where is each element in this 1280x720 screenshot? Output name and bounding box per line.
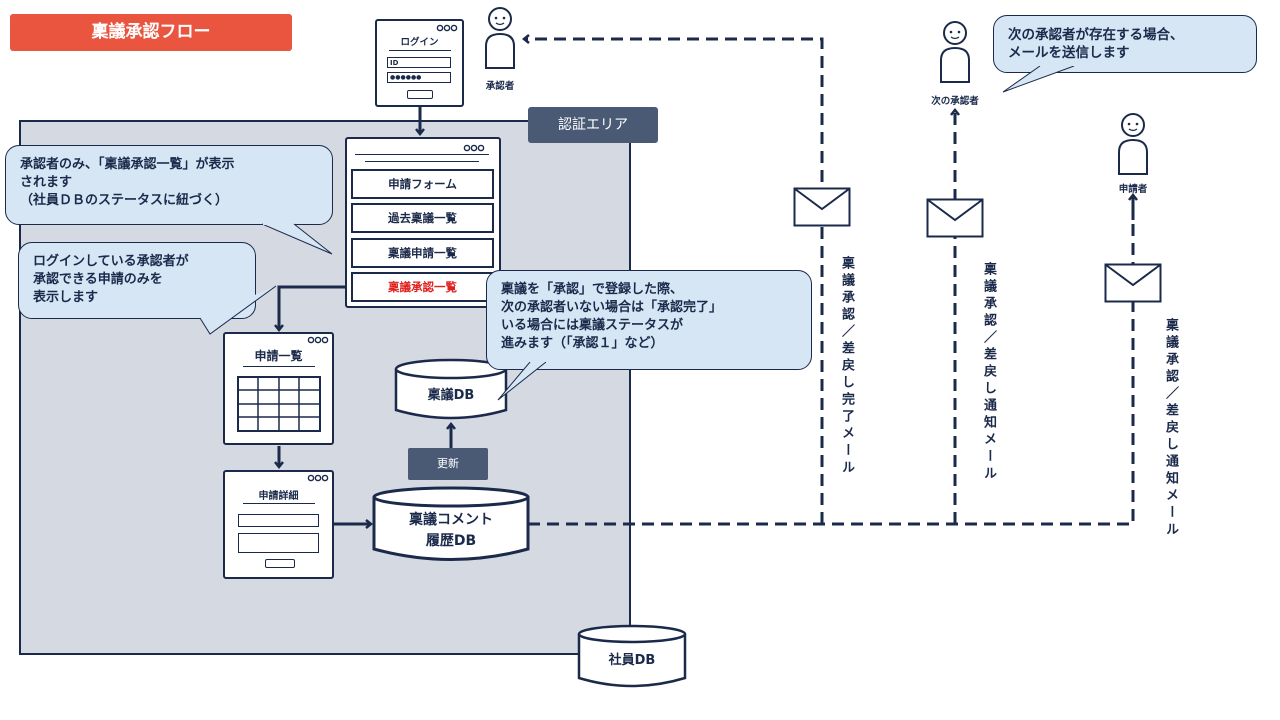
bubble-approve-status: 稟議を「承認」で登録した際、 次の承認者いない場合は「承認完了」 いる場合には稟…: [486, 270, 812, 370]
bubble-tail: [1002, 66, 1075, 93]
ringi-db-label: 稟議DB: [427, 388, 475, 403]
menu-item-ringi-approval-list[interactable]: 稟議承認一覧: [351, 272, 494, 302]
update-label: 更新: [408, 448, 488, 480]
comment-db-label-line1: 稟議コメント: [409, 512, 493, 528]
mail-label-notice-applicant: 稟議承認／差戻し通知メール: [1163, 318, 1178, 539]
menu-rule: [365, 161, 479, 162]
login-title: ログイン: [400, 37, 439, 48]
mail-label-notice-next: 稟議承認／差戻し通知メール: [981, 262, 996, 483]
login-button[interactable]: [407, 90, 433, 99]
menu-rule: [355, 154, 489, 155]
employee-db-label: 社員DB: [608, 653, 656, 668]
bubble-tail: [199, 285, 277, 335]
window-dots-icon: [307, 474, 329, 482]
employee-db-icon: [577, 624, 687, 688]
login-divider: [389, 50, 451, 51]
next-approver-label: 次の承認者: [931, 96, 979, 107]
login-password-field[interactable]: ●●●●●●: [387, 72, 451, 83]
comment-db-label-line2: 履歴DB: [425, 533, 477, 549]
envelope-icon: [1104, 263, 1162, 303]
page-title: 稟議承認フロー: [10, 14, 292, 51]
title-underline: [243, 503, 315, 504]
application-detail-window: 申請詳細: [223, 470, 334, 579]
arrow-menu-to-list: [274, 285, 351, 333]
application-detail-title: 申請詳細: [258, 491, 299, 502]
menu-item-past-ringi-list[interactable]: 過去稟議一覧: [351, 203, 494, 233]
login-id-field[interactable]: ID: [387, 57, 451, 68]
bubble-approver-only: 承認者のみ、「稟議承認一覧」が表示 されます （社員ＤＢのステータスに紐づく）: [5, 145, 333, 225]
application-list-window: 申請一覧: [223, 332, 334, 445]
detail-textarea: [238, 533, 319, 553]
title-underline: [243, 366, 315, 367]
mail-label-completion: 稟議承認／差戻し完了メール: [839, 256, 854, 477]
approver-label: 承認者: [485, 81, 515, 92]
application-list-title: 申請一覧: [254, 349, 303, 363]
bubble-tail: [262, 223, 333, 255]
mail-route-to-approver: [521, 34, 824, 524]
menu-item-application-form[interactable]: 申請フォーム: [351, 169, 494, 199]
bubble-logged-in: ログインしている承認者が 承認できる申請のみを 表示します: [18, 242, 256, 319]
window-dots-icon: [436, 24, 458, 32]
login-window: ログイン ID ●●●●●●: [375, 19, 464, 107]
applicant-label: 申請者: [1118, 184, 1148, 195]
window-dots-icon: [463, 144, 485, 152]
window-dots-icon: [307, 336, 329, 344]
approver-icon: [485, 7, 515, 69]
bubble-next-approver: 次の承認者が存在する場合、 メールを送信します: [993, 15, 1257, 73]
envelope-icon: [793, 187, 851, 227]
menu-item-ringi-application-list[interactable]: 稟議申請一覧: [351, 238, 494, 268]
mail-route-line: [528, 208, 1135, 526]
detail-button: [265, 559, 295, 568]
next-approver-icon: [940, 21, 970, 83]
comment-db-icon: [372, 486, 530, 561]
auth-area-label: 認証エリア: [528, 107, 658, 143]
envelope-icon: [926, 198, 984, 238]
table-grid-icon: [237, 376, 321, 432]
bubble-tail: [497, 362, 547, 401]
applicant-icon: [1118, 113, 1148, 175]
ringi-db-icon: [394, 358, 508, 420]
detail-field: [238, 514, 319, 527]
